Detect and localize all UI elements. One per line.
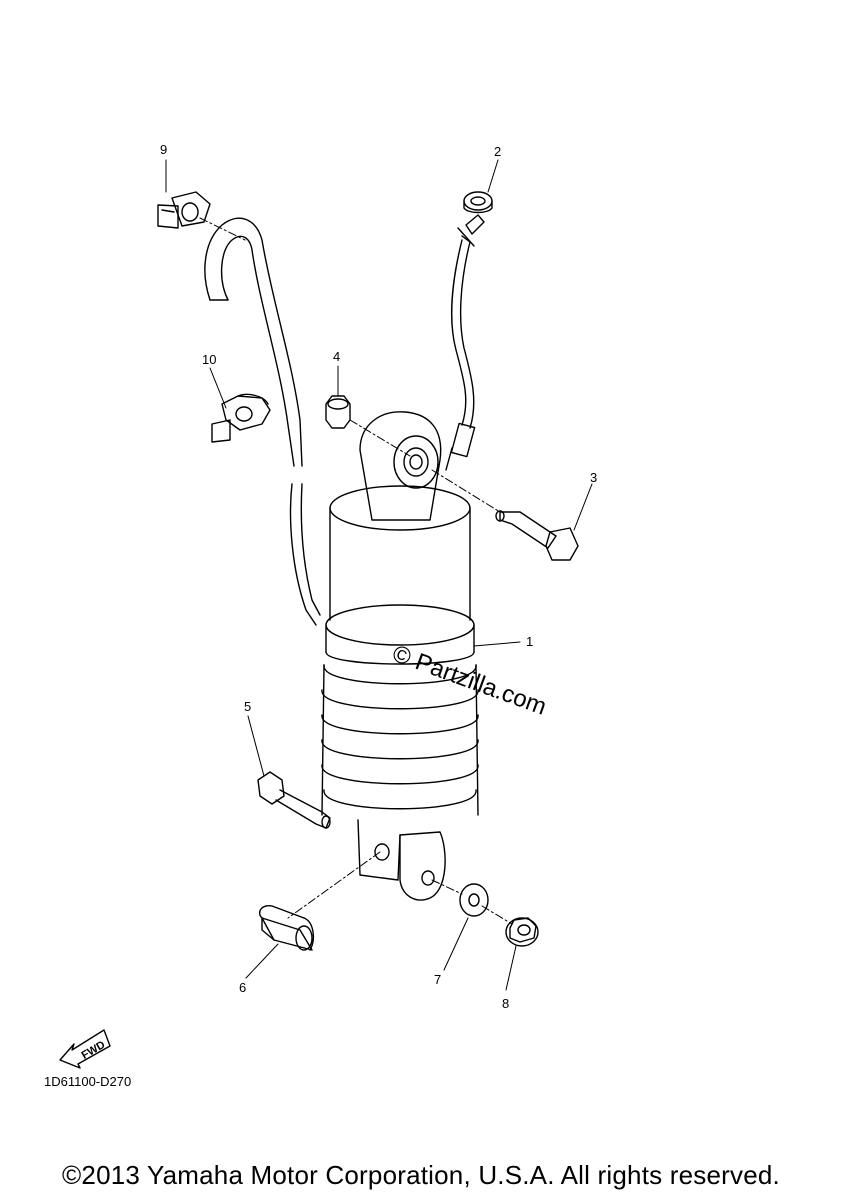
part-7-washer — [459, 883, 489, 917]
callout-10: 10 — [202, 352, 216, 367]
part-6-collar — [258, 904, 315, 951]
part-2-nut — [463, 191, 493, 214]
alignment-lines — [199, 217, 513, 925]
callout-1: 1 — [526, 634, 533, 649]
part-8-nut — [505, 917, 539, 947]
leader-lines — [165, 159, 593, 991]
part-5-bolt — [257, 771, 331, 829]
callout-6: 6 — [239, 980, 246, 995]
callout-labels: 1 2 3 4 5 6 7 8 9 10 — [160, 142, 597, 1011]
fwd-arrow-icon: FWD — [59, 1029, 111, 1069]
part-4-nut — [325, 395, 351, 429]
part-3-bolt — [495, 510, 579, 561]
callout-5: 5 — [244, 699, 251, 714]
part-code: 1D61100-D270 — [44, 1074, 132, 1089]
copyright-notice: ©2013 Yamaha Motor Corporation, U.S.A. A… — [62, 1160, 780, 1190]
callout-9: 9 — [160, 142, 167, 157]
part-10-clamp — [211, 393, 271, 443]
part-1-rear-shock — [321, 411, 479, 901]
callout-4: 4 — [333, 349, 340, 364]
callout-8: 8 — [502, 996, 509, 1011]
callout-2: 2 — [494, 144, 501, 159]
callout-3: 3 — [590, 470, 597, 485]
adjuster-cable — [445, 214, 485, 471]
callout-7: 7 — [434, 972, 441, 987]
breather-hose — [204, 217, 321, 626]
part-9-clamp — [157, 191, 211, 229]
